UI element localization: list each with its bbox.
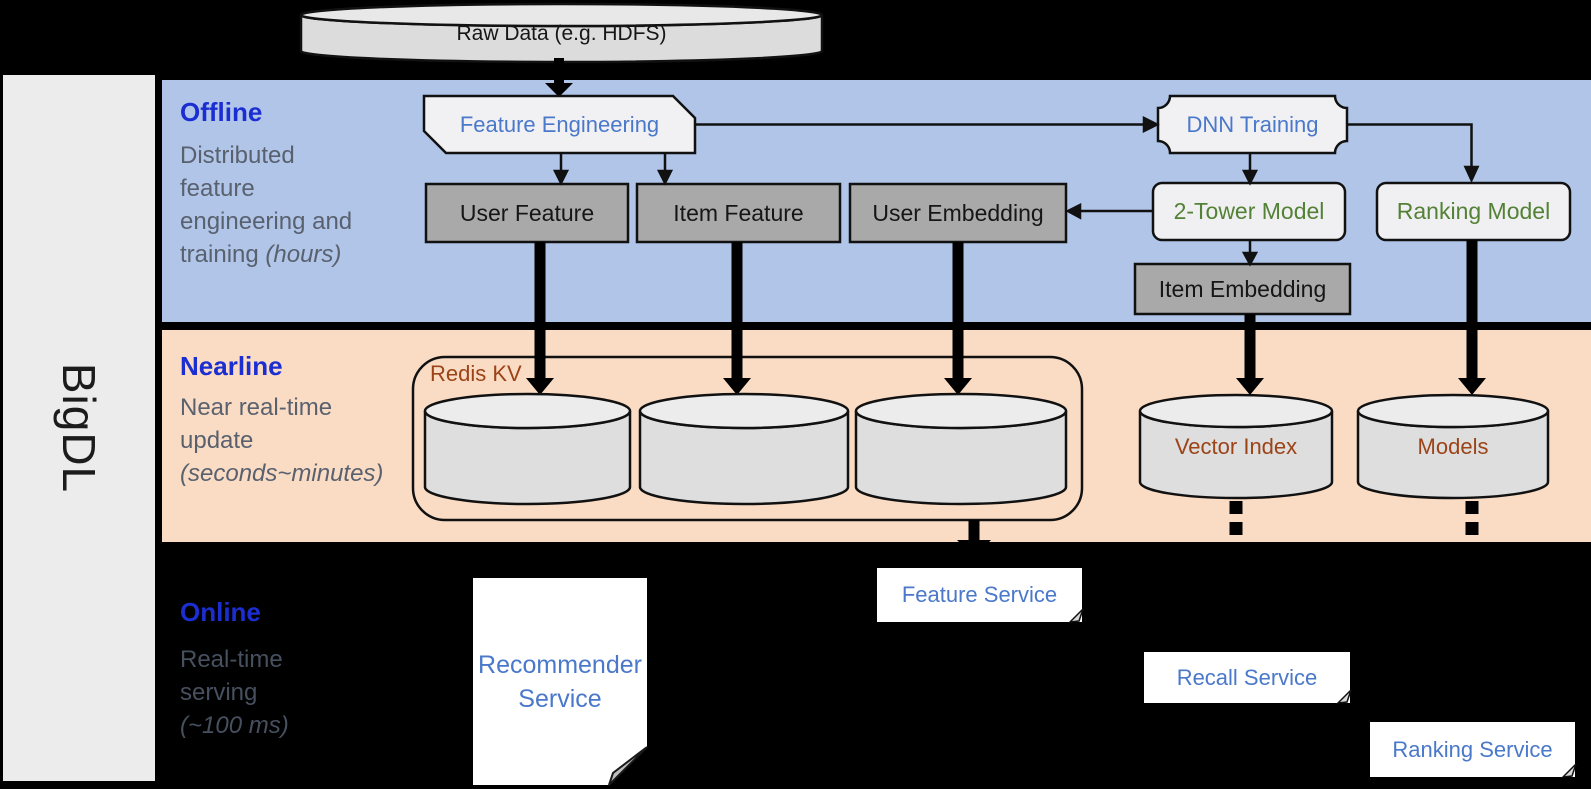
arrow-fe-to-item-feature (656, 153, 674, 186)
item-embedding-box (1133, 262, 1352, 316)
recommender-service-document (473, 578, 648, 786)
recall-service-label: Recall Service (1176, 664, 1318, 690)
raw-data-label: Raw Data (e.g. HDFS) (456, 22, 667, 45)
redis-kv-label: Redis KV (430, 361, 522, 386)
arrow-item-embedding-to-vector-index (1236, 314, 1264, 395)
nearline-lane-title: Nearline (180, 351, 283, 381)
user-feature-box (424, 182, 630, 244)
models-label: Models (1417, 434, 1489, 459)
arrow-ranking-model-to-models (1458, 240, 1486, 395)
arrow-two-tower-to-item-embedding (1241, 240, 1259, 267)
item-embedding-label: Item Embedding (1158, 275, 1327, 302)
vector-index-cylinder (1138, 393, 1334, 500)
online-lane-description: Real-time serving (~100 ms) (180, 646, 289, 739)
vector-index-label: Vector Index (1174, 434, 1298, 459)
kv-cylinder-1 (423, 392, 632, 506)
dnn-training-box (1156, 94, 1349, 155)
redis-kv-container (411, 355, 1084, 522)
feature-engineering-label: Feature Engineering (459, 111, 660, 137)
arrow-two-tower-to-user-embedding (1065, 202, 1153, 220)
feature-service-label: Feature Service (901, 582, 1058, 607)
arrow-dnn-to-two-tower (1241, 153, 1259, 186)
online-lane-title: Online (180, 597, 261, 627)
item-feature-label: Item Feature (673, 199, 804, 226)
bigdl-sidebar: BigDL (3, 75, 155, 781)
arrow-fe-to-user-feature (552, 153, 570, 186)
nearline-lane-description: Near real-time update (seconds~minutes) (180, 394, 384, 487)
recommender-service-label: Recommender Service (478, 650, 642, 713)
user-embedding-label: User Embedding (872, 199, 1044, 226)
user-feature-label: User Feature (459, 199, 595, 226)
recall-service-box (1144, 652, 1352, 704)
arrow-dnn-to-ranking-model (1347, 123, 1480, 183)
offline-lane-description: Distributed feature engineering and trai… (180, 142, 353, 268)
arrow-user-embedding-to-kv (944, 242, 972, 395)
raw-data-cylinder (299, 2, 824, 64)
arrow-item-feature-to-kv (723, 242, 751, 395)
kv-cylinder-3 (854, 392, 1068, 506)
offline-lane-title: Offline (180, 97, 263, 127)
kv-cylinder-2 (638, 392, 850, 506)
arrow-redis-to-feature-service (957, 520, 991, 558)
dnn-training-label: DNN Training (1186, 111, 1319, 137)
arrow-fe-to-dnn (695, 115, 1160, 134)
ranking-model-label: Ranking Model (1396, 198, 1551, 224)
feature-service-box (877, 568, 1084, 623)
ranking-service-label: Ranking Service (1392, 736, 1553, 762)
ranking-service-box (1370, 722, 1577, 778)
models-cylinder (1356, 393, 1550, 500)
dashed-link-vector-index-to-recall (1229, 501, 1243, 535)
dashed-link-models-to-ranking (1465, 501, 1479, 535)
two-tower-model-label: 2-Tower Model (1173, 198, 1325, 224)
arrow-user-feature-to-kv (526, 242, 554, 395)
arrow-rawdata-to-feature-engineering (545, 58, 573, 97)
feature-engineering-box (422, 94, 697, 155)
